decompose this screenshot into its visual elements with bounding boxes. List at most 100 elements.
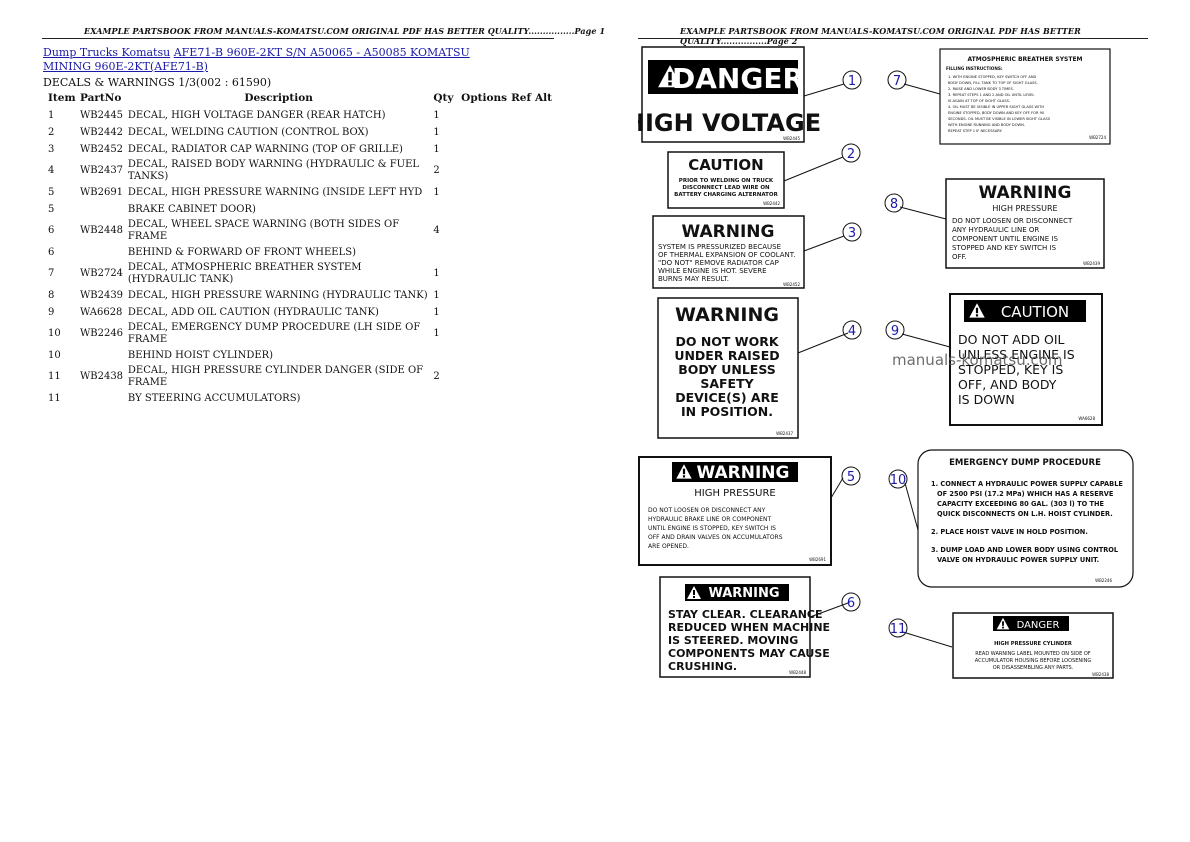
svg-text:STOPPED, KEY IS: STOPPED, KEY IS (958, 362, 1063, 377)
svg-text:CRUSHING.: CRUSHING. (668, 660, 737, 673)
svg-text:7: 7 (893, 74, 901, 89)
cell-partno: WB2448 (79, 225, 124, 236)
svg-text:2: 2 (847, 147, 855, 162)
cell-item: 10 (48, 328, 61, 339)
cell-qty (431, 244, 459, 261)
svg-text:DO NOT WORK: DO NOT WORK (675, 334, 779, 349)
cell-partno: WB2437 (79, 165, 124, 176)
callout-10: 10 (888, 469, 908, 489)
cell-qty: 1 (433, 268, 440, 279)
cell-qty: 1 (433, 126, 440, 138)
svg-text:BODY UNLESS: BODY UNLESS (678, 362, 776, 377)
breadcrumb-link-category[interactable]: Dump Trucks Komatsu (43, 46, 171, 59)
svg-text:WB2691: WB2691 (809, 557, 826, 562)
cell-qty: 1 (433, 289, 440, 301)
svg-text:PRIOR TO WELDING ON TRUCK: PRIOR TO WELDING ON TRUCK (679, 178, 774, 184)
svg-text:CAUTION: CAUTION (688, 156, 763, 174)
svg-text:REDUCED WHEN MACHINE: REDUCED WHEN MACHINE (668, 621, 830, 634)
svg-text:HIGH PRESSURE CYLINDER: HIGH PRESSURE CYLINDER (994, 641, 1072, 647)
cell-item: 10 (48, 349, 61, 361)
cell-options (459, 218, 509, 244)
cell-alt (533, 287, 554, 304)
svg-text:WHILE ENGINE IS HOT. SEVERE: WHILE ENGINE IS HOT. SEVERE (658, 267, 767, 275)
decal-11-high-pressure-cylinder-danger: DANGER HIGH PRESSURE CYLINDER READ WARNI… (952, 612, 1114, 679)
cell-alt (533, 304, 554, 321)
cell-options (459, 124, 509, 141)
cell-description: DECAL, HIGH PRESSURE WARNING (HYDRAULIC … (127, 289, 428, 301)
svg-text:DEVICE(S) ARE: DEVICE(S) ARE (675, 390, 779, 405)
header-rule (638, 38, 1148, 39)
cell-alt (533, 184, 554, 201)
table-row: 6 BEHIND & FORWARD OF FRONT WHEELS) (42, 244, 554, 261)
decals-illustration: 1 2 3 4 5 6 7 8 (638, 46, 1134, 679)
cell-ref (509, 347, 533, 364)
page-1-header: EXAMPLE PARTSBOOK FROM MANUALS-KOMATSU.C… (84, 26, 606, 36)
table-row: 8 WB2439 DECAL, HIGH PRESSURE WARNING (H… (42, 287, 554, 304)
header-rule (42, 38, 554, 39)
svg-text:BATTERY CHARGING ALTERNATOR: BATTERY CHARGING ALTERNATOR (674, 192, 778, 198)
svg-text:HIGH PRESSURE: HIGH PRESSURE (992, 204, 1057, 213)
cell-options (459, 364, 509, 390)
cell-description: DECAL, ATMOSPHERIC BREATHER SYSTEM (HYDR… (127, 262, 362, 285)
svg-text:WB2442: WB2442 (763, 201, 780, 206)
leader-lines (783, 83, 953, 648)
table-row: 11 BY STEERING ACCUMULATORS) (42, 390, 554, 407)
cell-qty: 1 (433, 143, 440, 155)
svg-text:2. PLACE HOIST VALVE IN HOLD P: 2. PLACE HOIST VALVE IN HOLD POSITION. (931, 528, 1088, 536)
svg-text:ENGINE STOPPED, BODY DOWN AND: ENGINE STOPPED, BODY DOWN AND KEY OFF FO… (948, 111, 1045, 115)
cell-item: 4 (48, 165, 55, 176)
svg-text:"DO NOT" REMOVE RADIATOR CAP: "DO NOT" REMOVE RADIATOR CAP (658, 259, 779, 267)
svg-text:IS STEERED. MOVING: IS STEERED. MOVING (668, 634, 798, 647)
svg-text:FILLING INSTRUCTIONS:: FILLING INSTRUCTIONS: (946, 66, 1003, 71)
cell-options (459, 261, 509, 287)
cell-ref (509, 107, 533, 124)
cell-partno: WB2445 (79, 109, 124, 121)
cell-ref (509, 321, 533, 347)
cell-options (459, 390, 509, 407)
callout-11: 11 (888, 618, 908, 638)
svg-text:1: 1 (848, 74, 856, 89)
cell-alt (533, 124, 554, 141)
cell-item: 6 (48, 225, 55, 236)
svg-text:DANGER: DANGER (672, 62, 804, 95)
cell-partno: WB2442 (79, 126, 124, 138)
cell-options (459, 304, 509, 321)
cell-options (459, 184, 509, 201)
callout-8: 8 (884, 193, 904, 213)
svg-text:5: 5 (847, 470, 855, 485)
col-options-header: Options (461, 92, 508, 104)
table-header-row: Item PartNo Description Qty Options Ref … (42, 90, 554, 107)
svg-text:HYDRAULIC BRAKE LINE OR COMPON: HYDRAULIC BRAKE LINE OR COMPONENT (648, 516, 772, 523)
page-2-header: EXAMPLE PARTSBOOK FROM MANUALS-KOMATSU.C… (680, 26, 1081, 46)
cell-ref (509, 218, 533, 244)
svg-text:SYSTEM IS PRESSURIZED BECAUSE: SYSTEM IS PRESSURIZED BECAUSE (658, 243, 781, 251)
decal-3-radiator-cap-warning: WARNING SYSTEM IS PRESSURIZED BECAUSE OF… (652, 215, 805, 289)
decal-9-add-oil-caution: CAUTION DO NOT ADD OIL UNLESS ENGINE IS … (949, 293, 1103, 426)
cell-partno: WB2452 (79, 143, 124, 155)
svg-text:3. DUMP LOAD AND LOWER BODY US: 3. DUMP LOAD AND LOWER BODY USING CONTRO… (931, 546, 1119, 554)
svg-text:ARE OPENED.: ARE OPENED. (648, 543, 689, 550)
cell-options (459, 244, 509, 261)
cell-item: 7 (48, 268, 55, 279)
cell-qty: 1 (433, 306, 440, 318)
cell-description: DECAL, HIGH VOLTAGE DANGER (REAR HATCH) (127, 109, 386, 121)
col-ref-header: Ref (511, 92, 531, 104)
svg-text:DANGER: DANGER (1017, 620, 1060, 631)
cell-description: BY STEERING ACCUMULATORS) (127, 392, 301, 404)
svg-text:STAY CLEAR. CLEARANCE: STAY CLEAR. CLEARANCE (668, 608, 823, 621)
callout-5: 5 (841, 466, 861, 486)
callout-1: 1 (842, 70, 862, 90)
callout-circles: 1 2 3 4 5 6 7 8 (841, 70, 908, 638)
cell-ref (509, 304, 533, 321)
cell-ref (509, 184, 533, 201)
decal-7-atmospheric-breather: ATMOSPHERIC BREATHER SYSTEM FILLING INST… (939, 48, 1111, 145)
svg-text:WB2437: WB2437 (776, 431, 793, 436)
cell-options (459, 141, 509, 158)
cell-options (459, 201, 509, 218)
col-description-header: Description (244, 92, 313, 104)
cell-partno (78, 390, 126, 407)
callout-4: 4 (842, 320, 862, 340)
svg-text:3: 3 (848, 226, 856, 241)
decal-2-welding-caution: CAUTION PRIOR TO WELDING ON TRUCK DISCON… (667, 151, 785, 209)
breadcrumb-link-model[interactable]: AFE71-B 960E-2KT S/N A50065 - A50085 KOM… (43, 46, 470, 73)
